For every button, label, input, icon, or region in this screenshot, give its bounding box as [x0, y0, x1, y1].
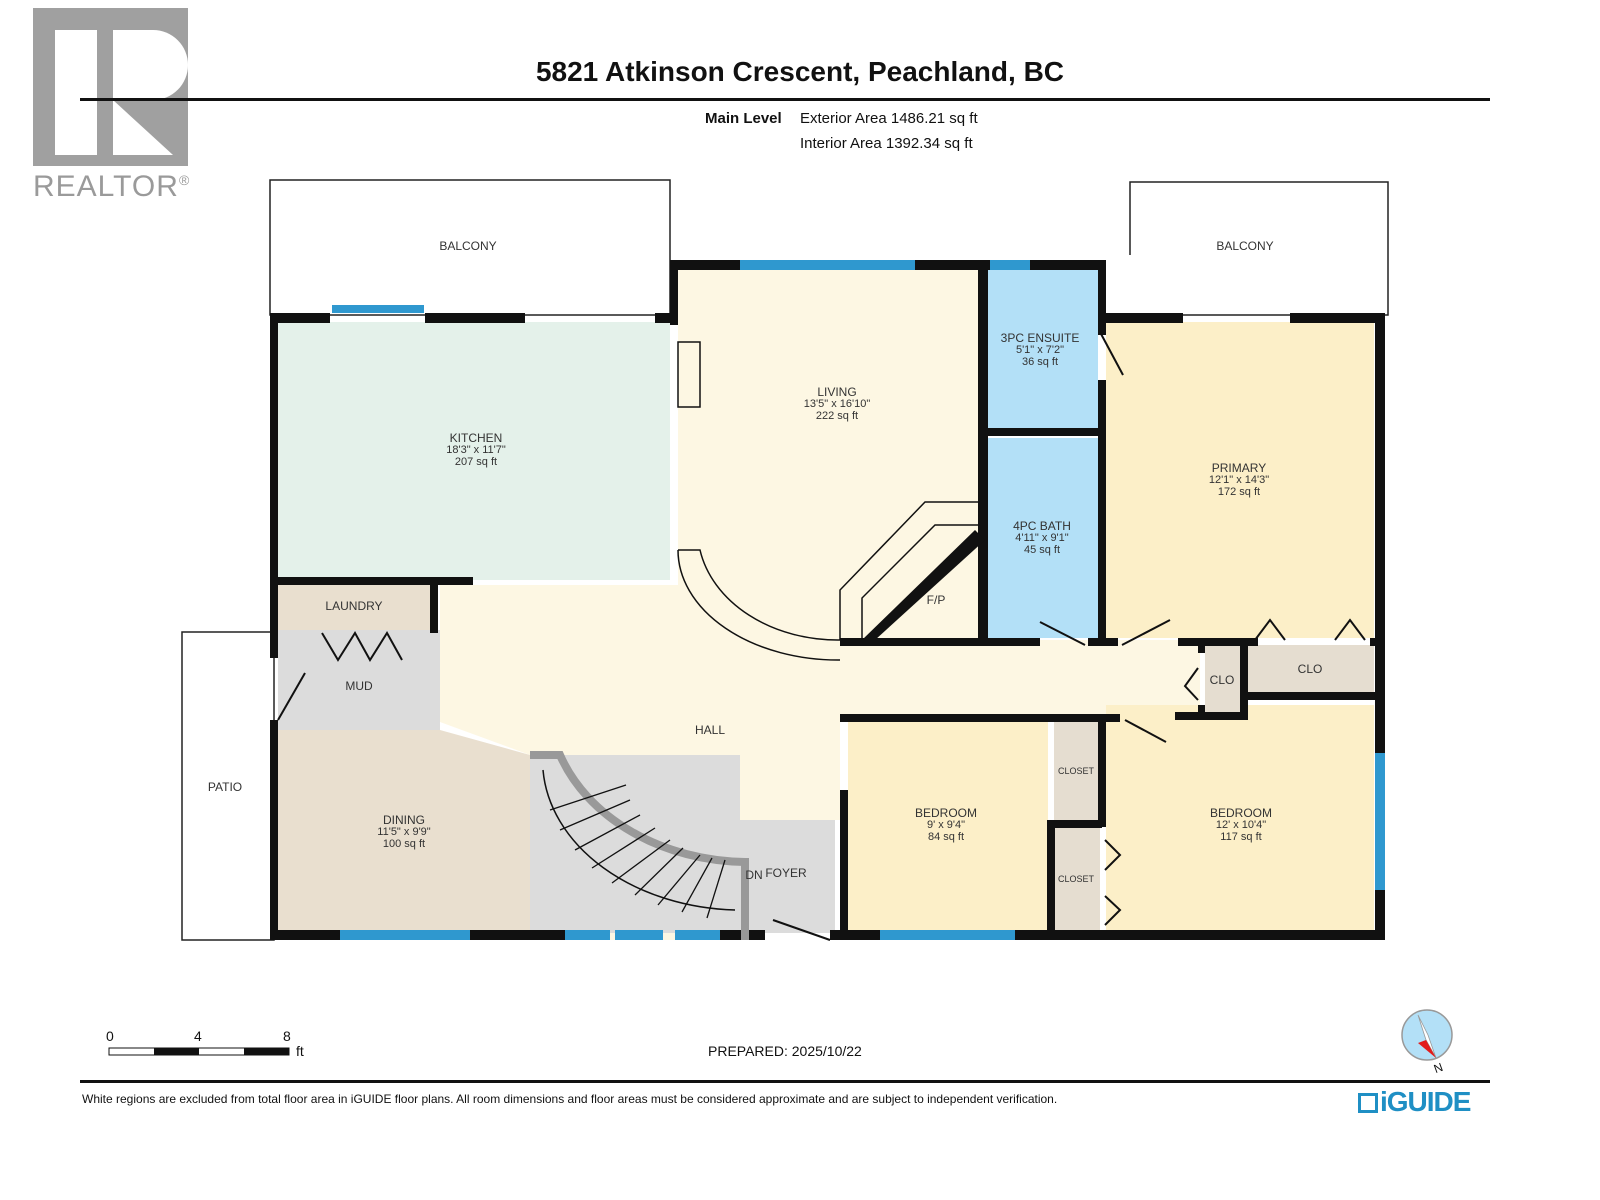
clo1-fill [1205, 645, 1241, 713]
scale-tick-0: 0 [106, 1028, 114, 1044]
scale-bar [108, 1047, 290, 1056]
laundry-fill [278, 585, 433, 630]
room-balcony-left: BALCONY [439, 239, 497, 253]
room-balcony-right: BALCONY [1216, 239, 1274, 253]
bath-fill [988, 438, 1098, 638]
ensuite-fill [988, 270, 1098, 430]
scale-tick-4: 4 [194, 1028, 202, 1044]
kitchen-fill [278, 322, 670, 580]
stairs-down-label: DN [745, 868, 763, 882]
iguide-logo: iGUIDE [1358, 1086, 1471, 1118]
bedroom2-fill [1106, 705, 1374, 932]
room-laundry: LAUNDRY [325, 599, 383, 613]
realtor-logo [33, 8, 188, 166]
balcony-left-outline [269, 179, 671, 316]
room-closet-2: CLOSET [1057, 874, 1095, 884]
mud-fill [278, 630, 440, 730]
stairs-fill [530, 755, 740, 933]
room-hall: HALL [694, 723, 726, 737]
scale-tick-8: 8 [283, 1028, 291, 1044]
closet1-fill [1054, 722, 1100, 822]
closet2-fill [1054, 828, 1100, 932]
room-clo-1: CLO [1209, 673, 1235, 687]
page-title: 5821 Atkinson Crescent, Peachland, BC [535, 56, 1065, 87]
interior-area: Interior Area 1392.34 sq ft [800, 135, 973, 152]
patio-outline [181, 631, 275, 941]
footer-divider [80, 1080, 1490, 1083]
room-foyer: FOYER [765, 866, 807, 880]
room-mud: MUD [345, 679, 373, 693]
primary-fill [1106, 322, 1374, 638]
clo2-fill [1248, 645, 1374, 693]
exterior-area: Exterior Area 1486.21 sq ft [800, 110, 978, 127]
prepared-date: PREPARED: 2025/10/22 [708, 1043, 862, 1059]
room-closet-1: CLOSET [1057, 766, 1095, 776]
room-fireplace: F/P [926, 593, 946, 607]
realtor-r-icon [55, 30, 188, 155]
room-patio: PATIO [207, 780, 243, 794]
level-label: Main Level [705, 110, 782, 127]
iguide-icon [1358, 1093, 1378, 1113]
foyer-fill [740, 820, 835, 933]
room-clo-2: CLO [1297, 662, 1323, 676]
dining-fill [278, 730, 530, 930]
disclaimer: White regions are excluded from total fl… [82, 1092, 1058, 1106]
scale-unit: ft [296, 1043, 304, 1059]
compass-icon [1401, 1009, 1453, 1061]
realtor-wordmark: REALTOR® [33, 170, 191, 203]
bedroom1-fill [848, 722, 1048, 932]
title-divider [80, 98, 1490, 101]
